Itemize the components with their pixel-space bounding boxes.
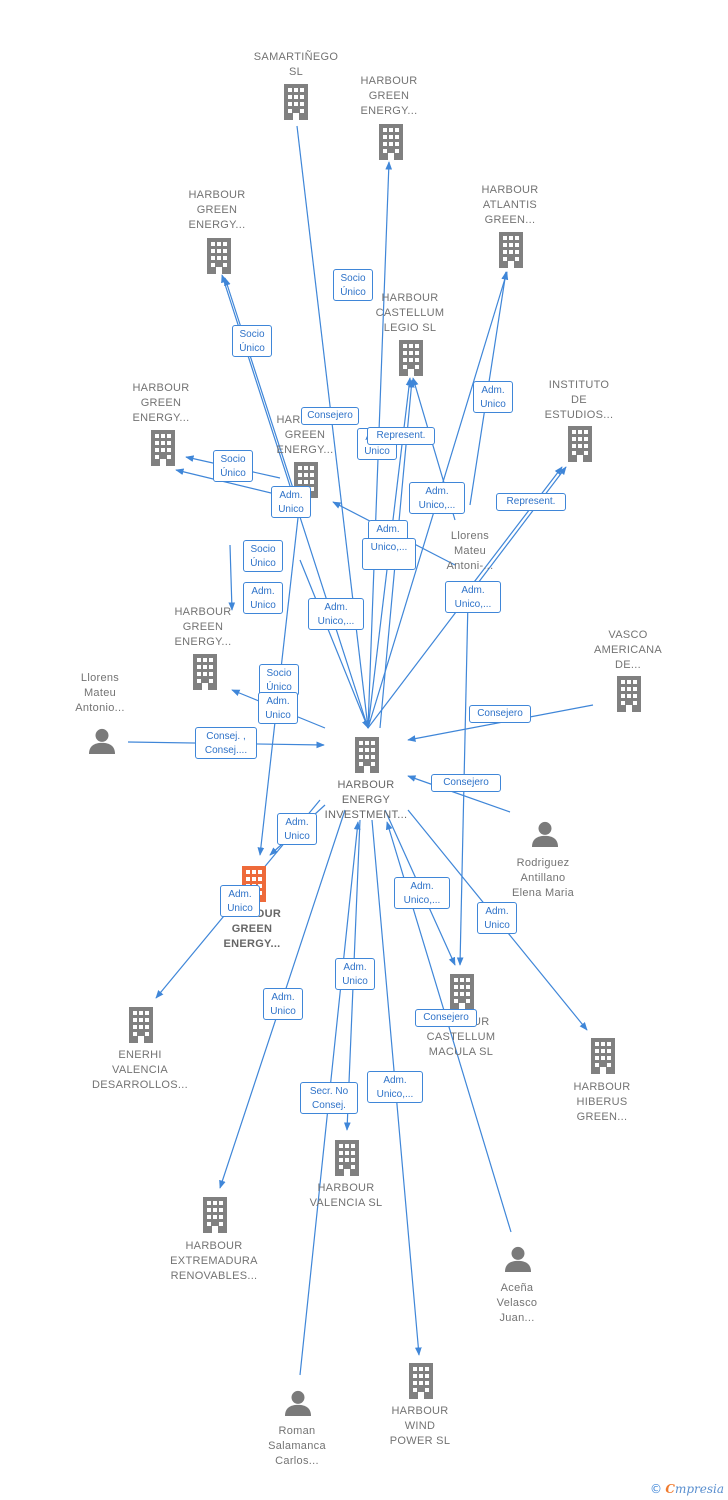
company-building-icon[interactable] bbox=[355, 737, 379, 773]
person-node-label[interactable]: Roman Salamanca Carlos... bbox=[268, 1425, 326, 1467]
relation-label[interactable]: Socio Único bbox=[243, 540, 283, 572]
relation-label[interactable]: Adm. Unico bbox=[335, 958, 375, 990]
person-icon[interactable] bbox=[89, 728, 115, 754]
relation-edge bbox=[299, 559, 369, 729]
relation-edge bbox=[407, 775, 511, 813]
relation-edge bbox=[467, 466, 563, 591]
relation-edge bbox=[224, 277, 301, 511]
company-node-label[interactable]: HARBOUR GREEN ENERGY... bbox=[174, 606, 232, 648]
company-building-icon[interactable] bbox=[379, 124, 403, 160]
company-node-label[interactable]: VASCO AMERICANA DE... bbox=[593, 629, 663, 671]
relation-label[interactable]: Consejero bbox=[431, 774, 501, 792]
relation-label[interactable]: Adm. Unico,... bbox=[445, 581, 501, 613]
person-icon[interactable] bbox=[505, 1246, 531, 1272]
relation-edge bbox=[228, 544, 236, 611]
company-node-label[interactable]: INSTITUTO DE ESTUDIOS... bbox=[544, 379, 614, 421]
relation-label[interactable]: Adm. Unico,... bbox=[308, 598, 364, 630]
relation-label[interactable]: Socio Único bbox=[213, 450, 253, 482]
company-building-icon[interactable] bbox=[129, 1007, 153, 1043]
relation-label[interactable]: Socio Único bbox=[259, 664, 299, 696]
relation-label[interactable]: Socio Único bbox=[232, 325, 272, 357]
relation-label[interactable]: Consejero bbox=[469, 705, 531, 723]
relation-label[interactable]: Adm. Unico bbox=[258, 692, 298, 724]
person-icon[interactable] bbox=[532, 821, 558, 847]
company-building-icon[interactable] bbox=[207, 238, 231, 274]
relation-label[interactable]: Consejero bbox=[415, 1009, 477, 1027]
company-node-label[interactable]: SAMARTIÑEGO SL bbox=[253, 51, 339, 78]
company-node-label[interactable]: HARBOUR GREEN ENERGY... bbox=[360, 75, 418, 117]
relation-label[interactable]: Consejero bbox=[301, 407, 359, 425]
person-node-label[interactable]: Rodriguez Antillano Elena Maria bbox=[512, 857, 574, 899]
relation-label[interactable]: Adm. Unico,... bbox=[409, 482, 465, 514]
company-building-icon[interactable] bbox=[591, 1038, 615, 1074]
relation-label[interactable]: Adm. Unico bbox=[477, 902, 517, 934]
company-building-icon[interactable] bbox=[568, 426, 592, 462]
company-building-icon[interactable] bbox=[193, 654, 217, 690]
company-node-label[interactable]: HARBOUR EXTREMADURA RENOVABLES... bbox=[170, 1240, 258, 1282]
relation-label[interactable]: Adm. Unico bbox=[263, 988, 303, 1020]
empresia-logo[interactable]: Cmpresia bbox=[665, 1482, 724, 1496]
company-building-icon[interactable] bbox=[284, 84, 308, 120]
person-node-label[interactable]: Aceña Velasco Juan... bbox=[496, 1282, 538, 1324]
company-building-icon[interactable] bbox=[335, 1140, 359, 1176]
company-node-label[interactable]: HARBOUR WIND POWER SL bbox=[389, 1405, 451, 1447]
company-building-icon[interactable] bbox=[409, 1363, 433, 1399]
company-node-label[interactable]: HARBOUR HIBERUS GREEN... bbox=[573, 1081, 631, 1123]
company-building-icon[interactable] bbox=[203, 1197, 227, 1233]
relation-label[interactable]: Adm. Unico bbox=[243, 582, 283, 614]
company-building-icon[interactable] bbox=[617, 676, 641, 712]
company-building-icon[interactable] bbox=[450, 974, 474, 1010]
company-node-label[interactable]: HARBOUR ENERGY INVESTMENT... bbox=[324, 779, 408, 821]
company-node-label[interactable]: HARBOUR CASTELLUM LEGIO SL bbox=[375, 292, 445, 334]
person-icon[interactable] bbox=[285, 1390, 311, 1416]
relation-label[interactable]: Adm. Unico,... bbox=[367, 1071, 423, 1103]
relation-label[interactable]: Adm. Unico,... bbox=[394, 877, 450, 909]
company-node-label[interactable]: HARBOUR GREEN ENERGY... bbox=[132, 382, 190, 424]
brand-footer: © Cmpresia bbox=[650, 1482, 724, 1496]
relation-label[interactable]: Unico,... bbox=[362, 538, 416, 570]
company-node-label[interactable]: ENERHI VALENCIA DESARROLLOS... bbox=[92, 1049, 188, 1091]
relation-label[interactable]: Consej. , Consej.... bbox=[195, 727, 257, 759]
company-node-label[interactable]: HARBOUR VALENCIA SL bbox=[309, 1182, 383, 1209]
relation-label[interactable]: Adm. Unico bbox=[473, 381, 513, 413]
relation-label[interactable]: Adm. Unico bbox=[220, 885, 260, 917]
relation-label[interactable]: Secr. No Consej. bbox=[300, 1082, 358, 1114]
company-node-label[interactable]: HARBOUR ATLANTIS GREEN... bbox=[481, 184, 539, 226]
relation-label[interactable]: Adm. Unico bbox=[277, 813, 317, 845]
relation-label[interactable]: Socio Único bbox=[333, 269, 373, 301]
relation-label[interactable]: Represent. bbox=[496, 493, 566, 511]
company-building-icon[interactable] bbox=[399, 340, 423, 376]
company-building-icon[interactable] bbox=[151, 430, 175, 466]
person-node-label[interactable]: Llorens Mateu Antoni-... bbox=[446, 530, 494, 572]
relation-label[interactable]: Represent. bbox=[367, 427, 435, 445]
relation-label[interactable]: Adm. Unico bbox=[271, 486, 311, 518]
company-building-icon[interactable] bbox=[499, 232, 523, 268]
copyright-icon: © bbox=[650, 1482, 663, 1496]
company-node-label[interactable]: HARBOUR GREEN ENERGY... bbox=[188, 189, 246, 231]
person-node-label[interactable]: Llorens Mateu Antonio... bbox=[75, 672, 125, 714]
